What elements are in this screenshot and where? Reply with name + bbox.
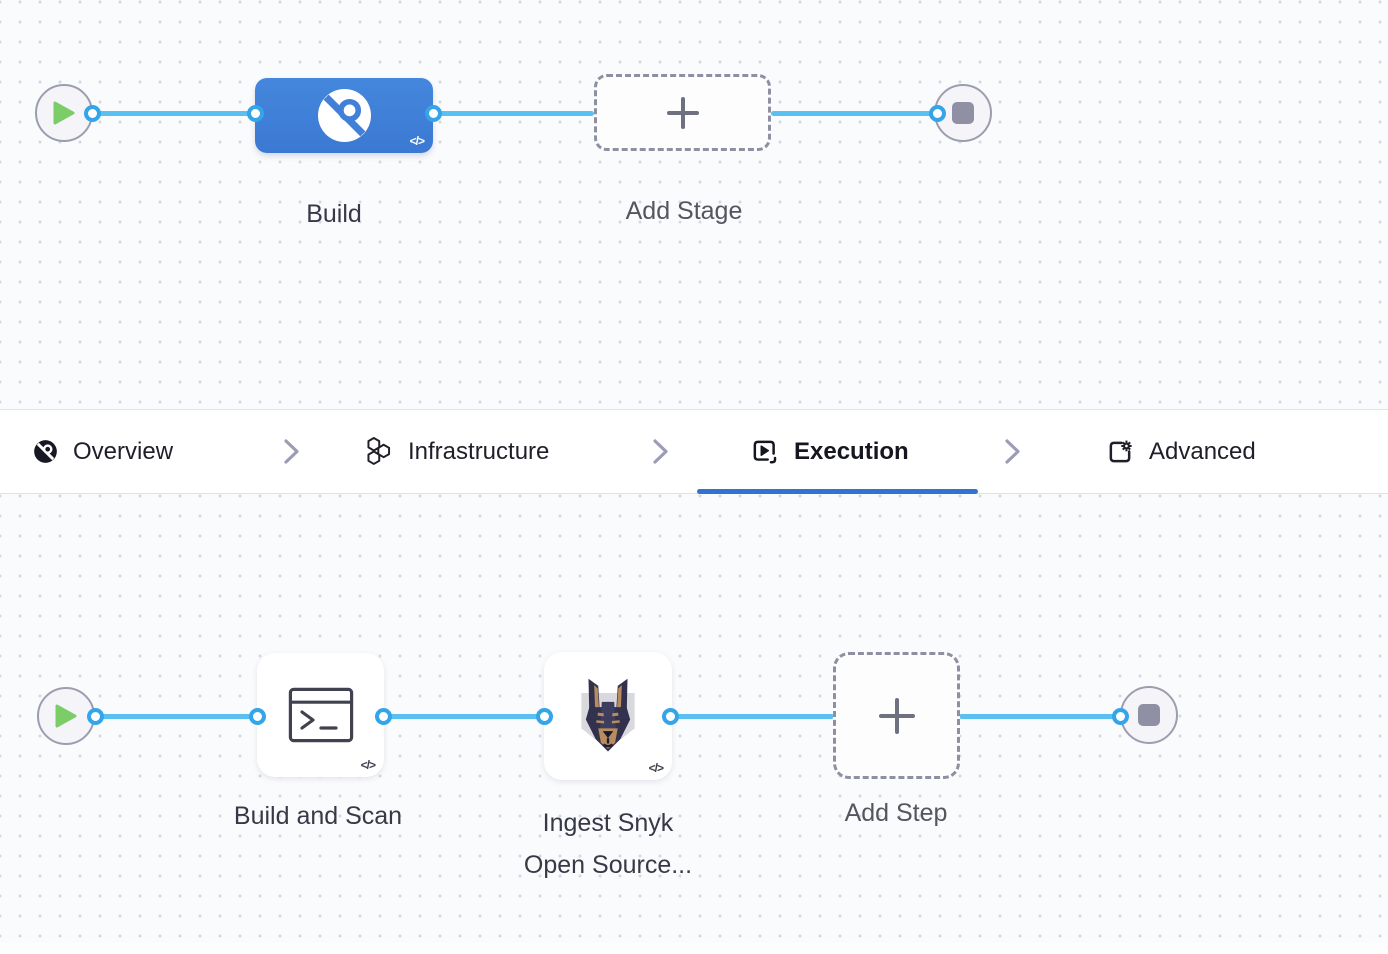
code-badge: </> bbox=[648, 761, 664, 775]
stop-icon bbox=[952, 102, 974, 124]
edge-start-to-build bbox=[92, 111, 255, 116]
tab-label: Overview bbox=[73, 437, 174, 465]
port[interactable] bbox=[247, 105, 264, 122]
stage-label: Build bbox=[306, 200, 362, 228]
plus-icon bbox=[666, 96, 699, 129]
play-icon bbox=[53, 101, 75, 125]
port[interactable] bbox=[375, 708, 392, 725]
port[interactable] bbox=[536, 708, 553, 725]
step-label-line1: Ingest Snyk bbox=[542, 809, 674, 837]
stop-icon bbox=[1138, 704, 1160, 726]
code-badge: </> bbox=[409, 134, 425, 148]
execution-end-node[interactable] bbox=[1120, 686, 1178, 744]
code-badge: </> bbox=[360, 758, 376, 772]
play-square-icon bbox=[753, 440, 777, 464]
tab-advanced[interactable]: Advanced bbox=[1106, 410, 1256, 493]
hexagons-icon bbox=[367, 437, 391, 465]
step-node-ingest-snyk[interactable]: </> bbox=[544, 652, 672, 780]
ci-overview-icon bbox=[34, 440, 57, 463]
step-label: Build and Scan bbox=[233, 802, 403, 830]
tab-label: Advanced bbox=[1149, 437, 1256, 465]
tab-execution[interactable]: Execution bbox=[750, 410, 909, 493]
add-stage-label: Add Stage bbox=[625, 197, 743, 225]
chevron-right-icon bbox=[284, 439, 299, 464]
canvas-bottom-edge bbox=[0, 943, 1388, 954]
stage-node-build[interactable]: </> bbox=[255, 78, 433, 153]
pipeline-end-node[interactable] bbox=[934, 84, 992, 142]
square-gear-icon bbox=[1109, 440, 1132, 462]
tab-label: Execution bbox=[794, 437, 909, 465]
edge-buildscan-to-snyk bbox=[383, 714, 545, 719]
chevron-right-icon bbox=[653, 439, 668, 464]
port[interactable] bbox=[425, 105, 442, 122]
edge-build-to-addstage bbox=[433, 111, 594, 116]
edge-addstage-to-end bbox=[771, 111, 938, 116]
add-step-label: Add Step bbox=[844, 799, 948, 827]
port[interactable] bbox=[662, 708, 679, 725]
tab-label: Infrastructure bbox=[408, 437, 550, 465]
add-stage-button[interactable] bbox=[594, 74, 771, 151]
play-icon bbox=[55, 704, 77, 728]
step-label-line2: Open Source... bbox=[523, 851, 693, 879]
step-label: Ingest Snyk Open Source... bbox=[448, 802, 768, 886]
plus-icon bbox=[878, 697, 915, 734]
edge-start-to-buildscan bbox=[95, 714, 258, 719]
port[interactable] bbox=[929, 105, 946, 122]
chevron-right-icon bbox=[1005, 439, 1020, 464]
active-tab-underline bbox=[697, 489, 978, 494]
execution-canvas[interactable]: </> bbox=[0, 494, 1388, 954]
tab-infrastructure[interactable]: Infrastructure bbox=[364, 410, 549, 493]
step-node-build-and-scan[interactable]: </> bbox=[257, 653, 384, 777]
stage-canvas[interactable]: </> Build Add Stage bbox=[0, 0, 1388, 410]
port[interactable] bbox=[87, 708, 104, 725]
pipeline-start-node[interactable] bbox=[35, 84, 93, 142]
edge-snyk-to-addstep bbox=[670, 714, 834, 719]
port[interactable] bbox=[249, 708, 266, 725]
terminal-icon bbox=[288, 687, 353, 743]
snyk-doberman-icon bbox=[581, 678, 635, 752]
tab-overview[interactable]: Overview bbox=[33, 410, 173, 493]
port[interactable] bbox=[84, 105, 101, 122]
port[interactable] bbox=[1112, 708, 1129, 725]
edge-addstep-to-end bbox=[959, 714, 1121, 719]
stage-tab-bar: Overview Infrastructure bbox=[0, 410, 1388, 494]
ci-build-icon bbox=[317, 89, 371, 142]
add-step-button[interactable] bbox=[833, 652, 960, 779]
